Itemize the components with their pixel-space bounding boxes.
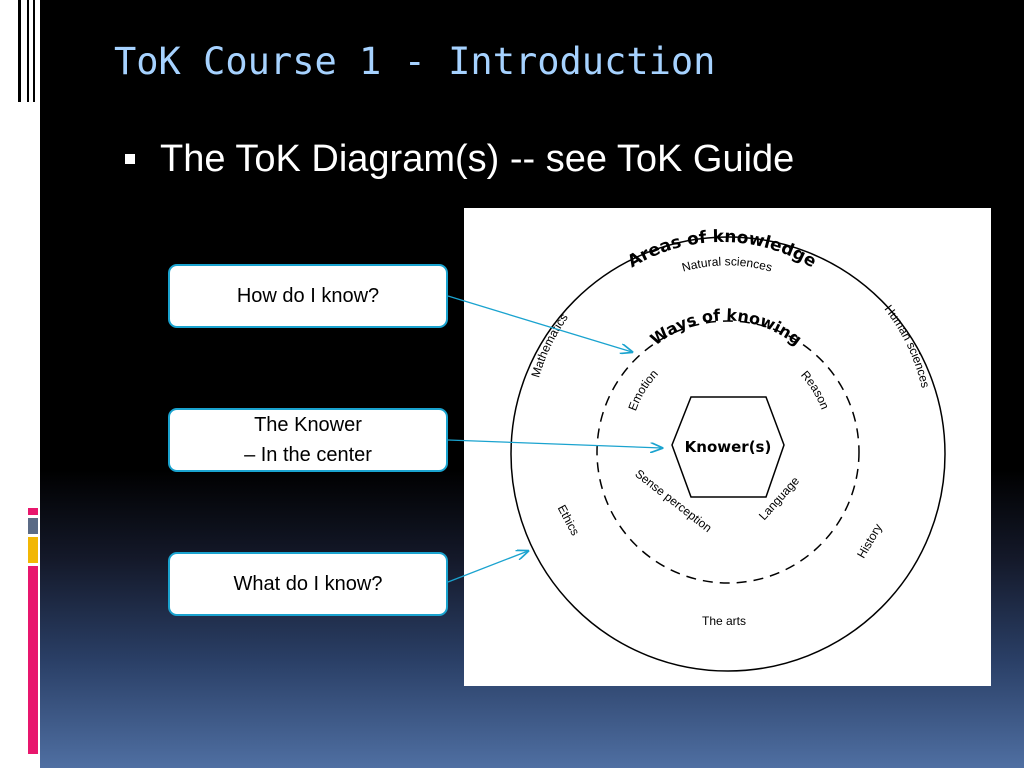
tok-diagram-svg: Areas of knowledge Ways of knowing Natur… [510, 227, 946, 672]
callout-the-knower: The Knower – In the center [168, 408, 448, 472]
knower-hexagon [671, 396, 785, 498]
callout-how-label: How do I know? [236, 285, 380, 307]
area-natural-sciences: Natural sciences [680, 254, 773, 274]
arrow-what-to-areas [447, 551, 528, 583]
area-the-arts: The arts [702, 614, 746, 628]
accent-bar-gold [28, 537, 38, 563]
callout-knower-line2: – In the center [244, 444, 372, 466]
callout-what-label: What do I know? [233, 573, 383, 595]
arrow-how-to-ways [447, 295, 632, 352]
ways-circle [596, 320, 860, 584]
callout-how-do-i-know: How do I know? [168, 264, 448, 328]
bullet-marker [125, 154, 135, 164]
accent-bar-gray [28, 518, 38, 534]
accent-bar-pink [28, 508, 38, 515]
knower-label: Knower(s) [685, 438, 772, 456]
tok-diagram: Areas of knowledge Ways of knowing Natur… [464, 208, 991, 686]
callout-what-do-i-know: What do I know? [168, 552, 448, 616]
window-line [18, 0, 21, 102]
areas-circle [510, 236, 946, 672]
bullet-text: The ToK Diagram(s) -- see ToK Guide [160, 138, 795, 180]
window-line [27, 0, 29, 102]
arrow-knower-to-center [447, 439, 662, 448]
callout-knower-line1: The Knower [254, 414, 362, 436]
slide-title: ToK Course 1 - Introduction [114, 40, 716, 83]
window-line [33, 0, 35, 102]
accent-bar-pink-long [28, 566, 38, 754]
